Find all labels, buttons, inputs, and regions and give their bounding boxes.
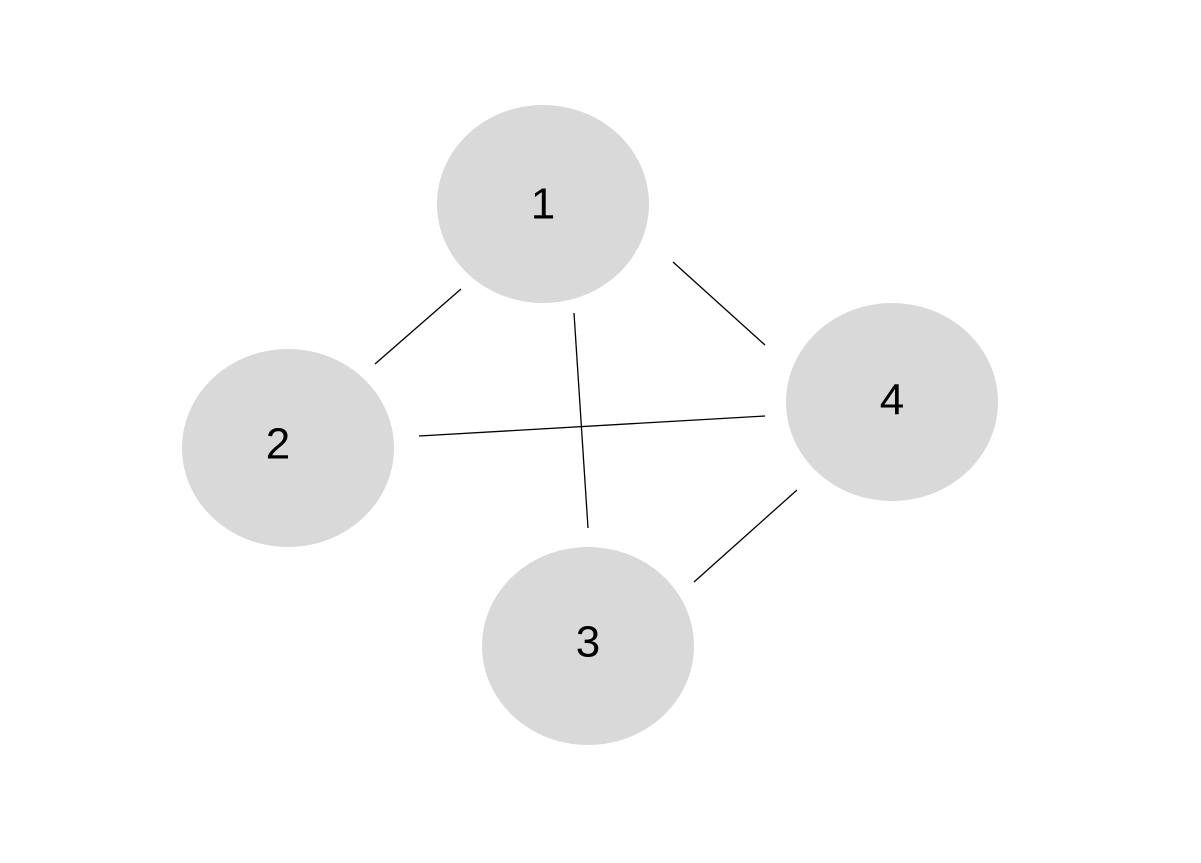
node-3-circle <box>482 547 694 745</box>
edge-3-4 <box>693 489 798 583</box>
node-3-label: 3 <box>576 618 600 667</box>
node-2-circle <box>182 349 394 547</box>
node-3: 3 <box>482 547 694 745</box>
edge-2-4 <box>418 415 766 437</box>
node-4-label: 4 <box>880 376 904 425</box>
edge-1-4 <box>672 261 766 346</box>
node-4-circle <box>786 303 998 501</box>
node-2-label: 2 <box>266 420 290 469</box>
node-2: 2 <box>182 349 394 547</box>
node-1-label: 1 <box>531 180 555 229</box>
node-1: 1 <box>437 105 649 303</box>
node-4: 4 <box>786 303 998 501</box>
edge-1-3 <box>573 312 589 529</box>
node-1-circle <box>437 105 649 303</box>
edge-1-2 <box>374 288 462 365</box>
